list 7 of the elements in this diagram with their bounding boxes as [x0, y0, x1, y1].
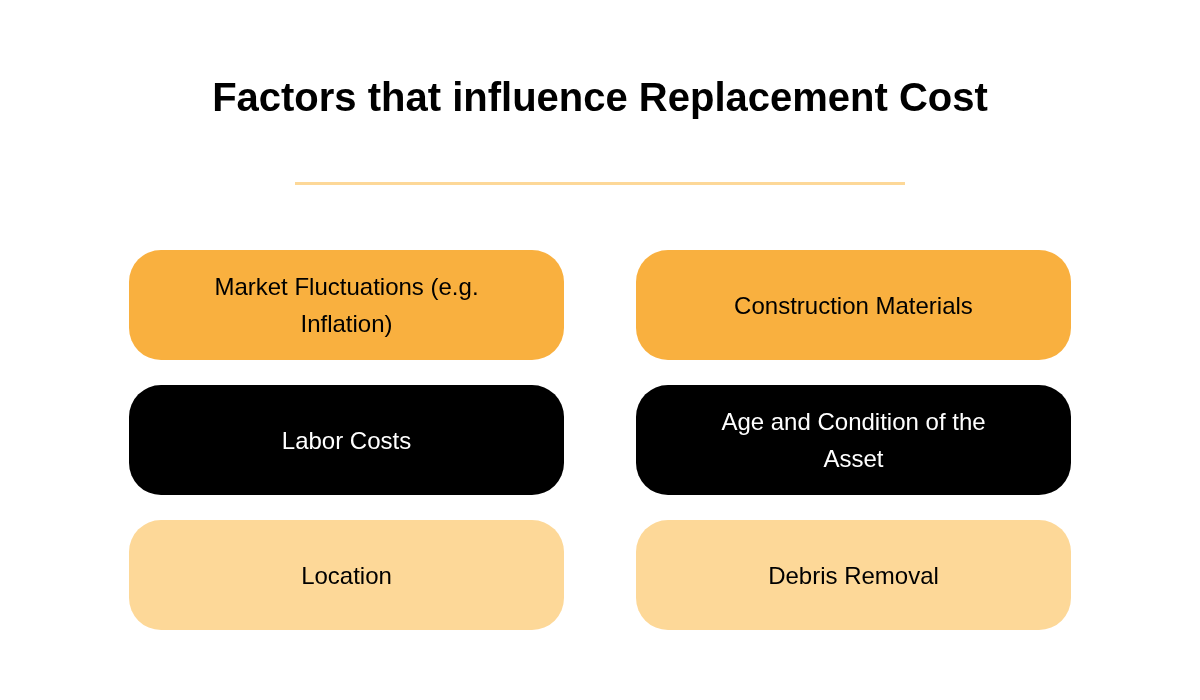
diagram-title: Factors that influence Replacement Cost — [211, 74, 989, 121]
factor-box: Age and Condition of the Asset — [636, 385, 1071, 495]
factor-box: Location — [129, 520, 564, 630]
factor-box: Labor Costs — [129, 385, 564, 495]
factor-box: Market Fluctuations (e.g. Inflation) — [129, 250, 564, 360]
factor-box: Construction Materials — [636, 250, 1071, 360]
factor-box: Debris Removal — [636, 520, 1071, 630]
